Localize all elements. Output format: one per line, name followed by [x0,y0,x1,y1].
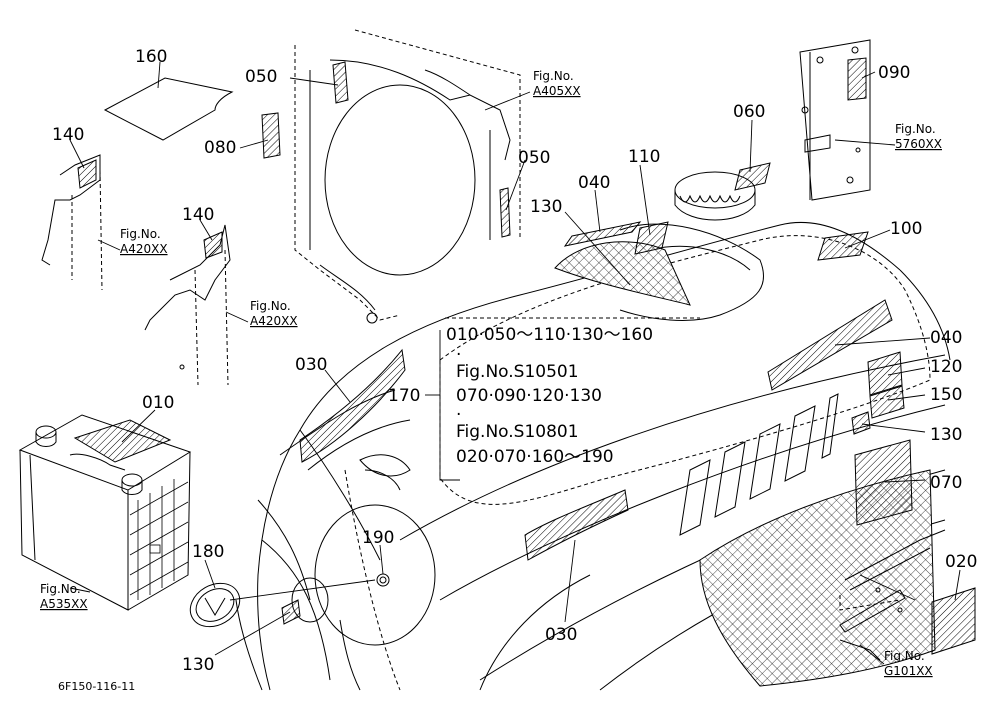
fig-ref-a420-upper-label: Fig.No. [120,227,161,241]
fig-ref-a420-lower-number: A420XX [250,314,298,328]
legend-line-5: 020·070·160～190 [456,447,614,467]
callout-080: 080 [204,138,236,158]
fig-ref-a535-number: A535XX [40,597,88,611]
callout-040-side: 040 [930,328,962,348]
callout-050-right: 050 [518,148,550,168]
legend-line-2: Fig.No.S10501 [456,362,579,382]
callout-140-lower: 140 [182,205,214,225]
callout-160: 160 [135,47,167,67]
bolt [376,573,390,587]
callout-190: 190 [362,528,394,548]
emblem [189,582,241,628]
leader-lines [69,61,961,665]
legend-block: 010·050～110·130～160 · Fig.No.S10501 070·… [446,325,653,467]
stay-panel-upper [41,154,103,291]
air-intake [619,171,765,321]
legend-dot-1: · [456,345,461,365]
fig-ref-a420-upper-number: A420XX [120,242,168,256]
callout-110: 110 [628,147,660,167]
callout-100: 100 [890,219,922,239]
fig-references: Fig.No. A405XX Fig.No. 5760XX Fig.No. A4… [40,69,942,678]
callout-050-top: 050 [245,67,277,87]
legend-line-1: 010·050～110·130～160 [446,325,653,345]
legend-line-4: Fig.No.S10801 [456,422,579,442]
callout-150: 150 [930,385,962,405]
callout-030-lower: 030 [545,625,577,645]
decals [77,57,976,655]
callout-010: 010 [142,393,174,413]
top-mesh-grille [554,241,691,306]
callout-070: 070 [930,473,962,493]
callout-030-upper: 030 [295,355,327,375]
callout-120: 120 [930,357,962,377]
callout-180: 180 [192,542,224,562]
callout-130-side: 130 [930,425,962,445]
callout-140-upper: 140 [52,125,84,145]
legend-dot-2: · [456,405,461,425]
bracket-panel [799,39,871,201]
fig-ref-5760-number: 5760XX [895,137,942,151]
step-plate [839,529,946,661]
fig-ref-a420-lower-label: Fig.No. [250,299,291,313]
side-mesh-grille [699,469,936,687]
fig-ref-5760-label: Fig.No. [895,122,936,136]
fig-ref-a405-label: Fig.No. [533,69,574,83]
callout-170: 170 [388,386,420,406]
callout-130-top: 130 [530,197,562,217]
callout-130-lower: 130 [182,655,214,675]
sticker-sheet [103,77,234,141]
callout-090: 090 [878,63,910,83]
callout-060: 060 [733,102,765,122]
legend-line-3: 070·090·120·130 [456,386,602,406]
drawing-number: 6F150-116-11 [58,680,135,693]
fig-ref-g101-number: G101XX [884,664,933,678]
callout-labels: 160 140 140 050 080 050 060 110 040 130 … [52,47,977,675]
callout-020: 020 [945,552,977,572]
hood-dashed-outline [439,235,931,505]
fig-ref-a405-number: A405XX [533,84,581,98]
callout-040-top: 040 [578,173,610,193]
radiator-shroud [294,29,521,324]
fig-ref-a535-label: Fig.No. [40,582,81,596]
battery [18,414,192,611]
fig-ref-g101-label: Fig.No. [884,649,925,663]
